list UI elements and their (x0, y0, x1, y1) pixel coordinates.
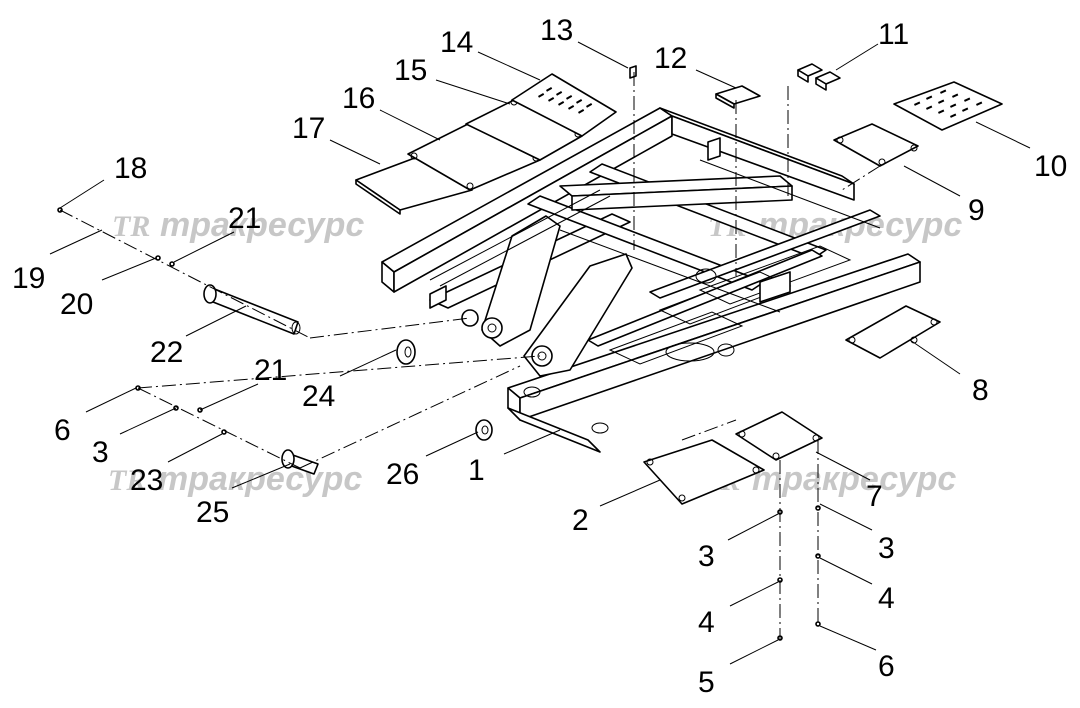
part-13-clip (629, 65, 637, 79)
callout-labels: 1 2 3 3 3 4 4 5 6 6 7 8 9 10 11 12 13 14… (12, 14, 1067, 699)
callout-12: 12 (654, 42, 687, 75)
part-12-bracket (715, 85, 761, 109)
watermark-text: тракресурс (158, 460, 362, 498)
cover-plate-7 (735, 411, 823, 461)
main-frame (381, 107, 921, 453)
callout-26: 26 (386, 458, 419, 491)
watermark-text: тракресурс (160, 206, 364, 244)
cover-plate-17 (355, 155, 473, 215)
callout-14: 14 (440, 26, 473, 59)
leader-lines (49, 41, 1031, 665)
cover-plate-8 (845, 305, 941, 359)
callout-23: 23 (130, 464, 163, 497)
callout-3-left: 3 (92, 436, 109, 469)
grille-slots-14 (538, 87, 593, 114)
callout-21-top: 21 (228, 202, 261, 235)
callout-24: 24 (302, 380, 335, 413)
callout-25: 25 (196, 496, 229, 529)
callout-4-right: 4 (878, 582, 895, 615)
cover-plate-10 (893, 81, 1003, 131)
grille-slots-10 (914, 89, 983, 118)
callout-17: 17 (292, 112, 325, 145)
pin-22 (203, 284, 301, 335)
watermark-text: тракресурс (752, 460, 956, 498)
watermark-logo: TR (108, 464, 146, 497)
callout-4-lower: 4 (698, 606, 715, 639)
callout-5: 5 (698, 666, 715, 699)
callout-6-right: 6 (878, 650, 895, 683)
callout-6-left: 6 (54, 414, 71, 447)
watermark-logo: TR (112, 210, 150, 243)
watermark-3: TR тракресурс (108, 460, 362, 498)
callout-3-right: 3 (878, 532, 895, 565)
cover-plate-9 (833, 123, 919, 167)
part-11-blocks (797, 63, 841, 91)
callout-10: 10 (1034, 150, 1067, 183)
callout-18: 18 (114, 152, 147, 185)
cover-plate-14 (511, 73, 617, 137)
callout-22: 22 (150, 336, 183, 369)
callout-11: 11 (878, 18, 909, 51)
callout-20: 20 (60, 288, 93, 321)
callout-19: 19 (12, 262, 45, 295)
callout-16: 16 (342, 82, 375, 115)
callout-3-lower: 3 (698, 540, 715, 573)
callout-7: 7 (866, 480, 883, 513)
callout-13: 13 (540, 14, 573, 47)
callout-2: 2 (572, 504, 589, 537)
watermark-1: TR тракресурс (112, 206, 364, 244)
callout-21-lower: 21 (254, 354, 287, 387)
callout-8: 8 (972, 374, 989, 407)
assembly-axes (59, 72, 881, 640)
callout-9: 9 (968, 194, 985, 227)
washer-24 (396, 339, 416, 365)
small-fasteners (57, 207, 821, 641)
washer-26 (475, 419, 493, 441)
callout-1: 1 (468, 454, 485, 487)
cover-plate-2 (643, 439, 765, 505)
callout-15: 15 (394, 54, 427, 87)
